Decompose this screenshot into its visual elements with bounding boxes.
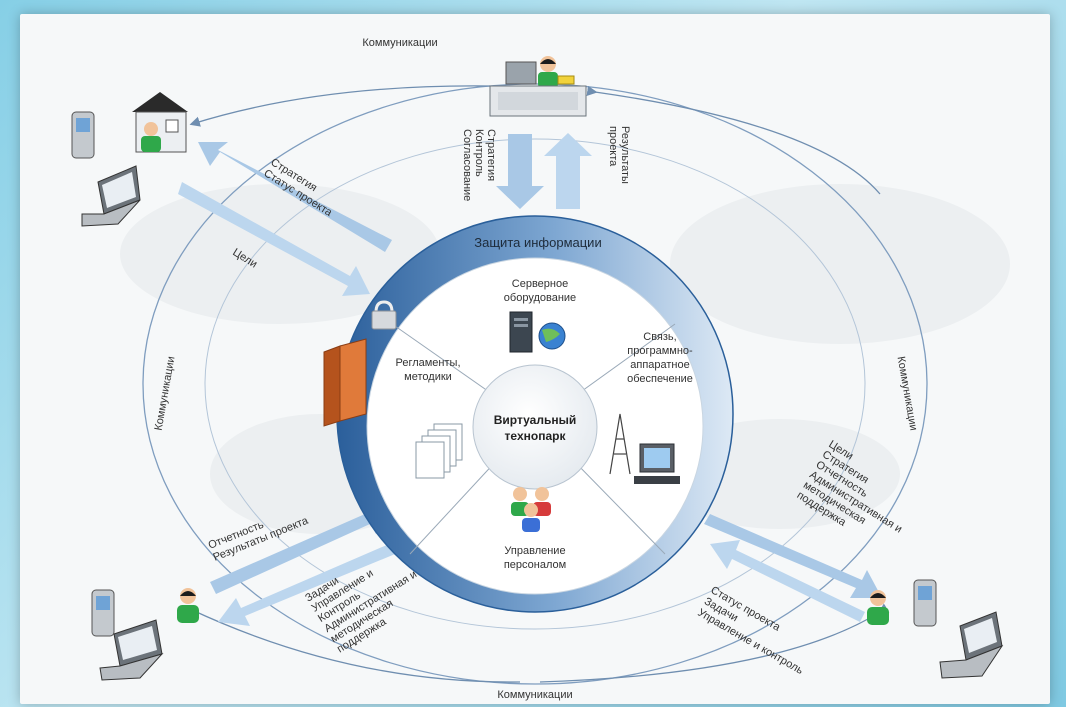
sector-regs-line2: методики [404,371,452,383]
top-up-labels: Результаты проекта [607,126,631,184]
top-down-line2: Контроль [473,129,485,177]
home-office-icon [132,92,188,153]
center-title-line2: технопарк [505,429,567,443]
communications-label-top: Коммуникации [362,37,437,49]
top-up-line1: Результаты [619,126,631,184]
laptop-icon-bl [99,619,164,681]
firewall-icon [323,338,367,427]
person-icon-bl [177,588,199,623]
bottom-left-arrows [210,504,400,626]
ring-title: Защита информации [474,235,601,250]
top-down-line3: Согласование [461,129,473,201]
staff-group-icon [511,487,551,532]
computer-icon [634,443,680,484]
antenna-tower-icon [609,413,631,475]
diagram-frame: Виртуальный технопарк Защита информации … [20,14,1050,704]
communications-label-bottom: Коммуникации [497,689,572,701]
arrow-reports [210,504,392,594]
sector-comm-line4: обеспечение [627,373,693,385]
laptop-icon-tl [81,165,141,227]
arrow-goals [178,182,370,296]
arrow-goals-strategy [704,514,882,598]
manager-desk-icon [489,56,587,117]
mobile-phone-icon-br [913,579,937,627]
mobile-phone-icon-bl [91,589,115,637]
inner-orbit [204,138,866,630]
top-arrows [496,133,592,209]
arrow-tasks [218,541,400,626]
lock-icon [371,300,397,330]
sector-comm-line2: программно- [627,345,693,357]
sector-server-line1: Серверное [512,278,568,290]
arrow-status-tasks [710,540,865,622]
person-icon-br [867,590,889,625]
documents-icon [415,423,463,479]
top-down-line1: Стратегия [485,129,497,181]
arrow-down-strategy [496,134,544,209]
mobile-phone-icon-tl [71,111,95,159]
top-down-labels: Стратегия Контроль Согласование [461,129,497,201]
arrow-strategy-status [198,142,392,252]
sector-comm-line3: аппаратное [630,359,690,371]
sector-regs-line1: Регламенты, [395,357,460,369]
virtual-technopark-diagram: Виртуальный технопарк Защита информации … [71,37,1010,701]
sector-comm-line1: Связь, [643,331,676,343]
top-left-arrows [178,142,392,296]
center-circle [472,364,598,490]
arrow-up-results [544,133,592,209]
center-title-line1: Виртуальный [494,413,576,427]
sector-staff-line2: персоналом [504,559,566,571]
server-icon [509,311,566,353]
sector-staff-line1: Управление [504,545,565,557]
communications-label-right: Коммуникации [895,355,920,431]
sector-server-line2: оборудование [504,292,576,304]
bottom-right-arrows [704,514,882,622]
laptop-icon-br [939,611,1004,679]
orbit-arrows [189,85,890,683]
sector-dividers [394,323,676,555]
communications-label-left: Коммуникации [153,355,178,431]
top-up-line2: проекта [607,126,619,167]
